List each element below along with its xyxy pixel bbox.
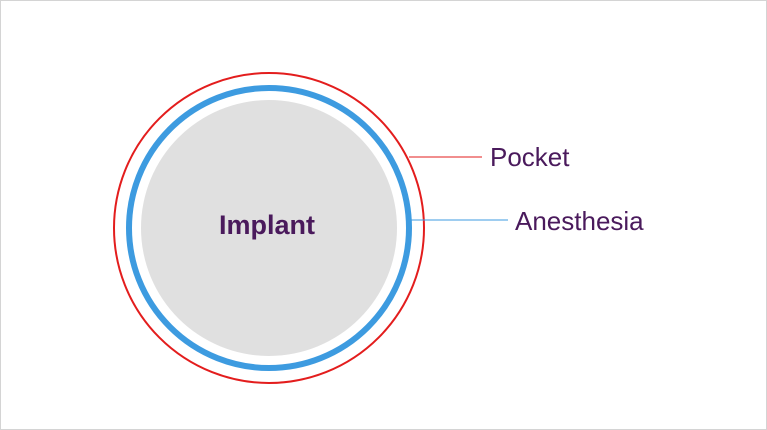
implant-disc [141,100,397,356]
pocket-label: Pocket [490,142,570,172]
implant-label: Implant [219,210,315,240]
anesthesia-label: Anesthesia [515,206,644,236]
